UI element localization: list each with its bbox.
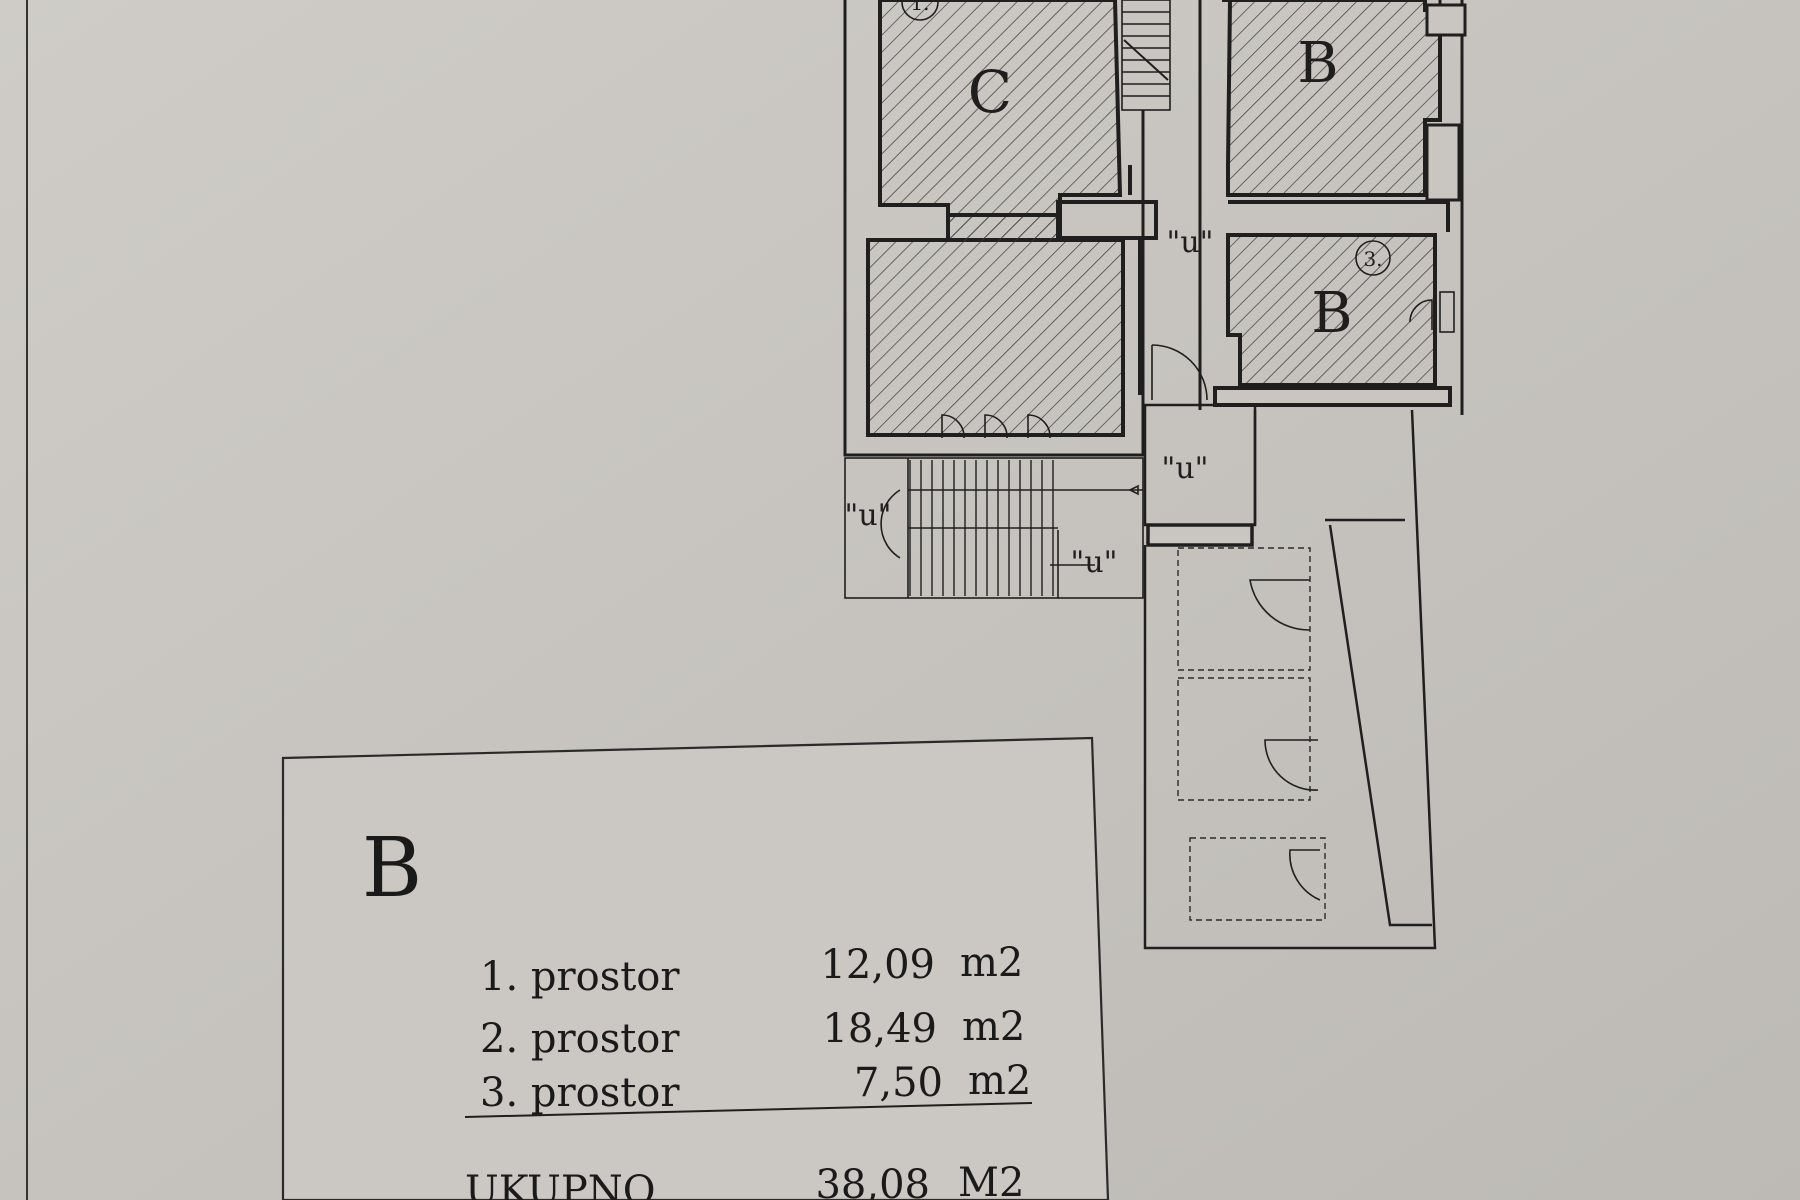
stair-arrows	[880, 484, 1139, 566]
annex-outline	[1143, 403, 1437, 950]
legend-total-label: UKUPNO	[465, 1168, 656, 1200]
legend-total-unit: M2	[958, 1160, 1024, 1200]
room-label-b-lower: B	[1311, 281, 1352, 346]
svg-text:1.: 1.	[910, 0, 929, 15]
annex-doors	[1249, 579, 1321, 901]
upper-staircase	[1121, 0, 1171, 111]
legend-row-3-unit: m2	[968, 1058, 1031, 1104]
legend-row-2-area: 18,49	[822, 1006, 937, 1052]
room-b-upper	[1222, 0, 1442, 197]
entrance-staircase	[844, 457, 1144, 599]
legend-row-1-unit: m2	[960, 940, 1023, 986]
legend-title: B	[362, 821, 422, 916]
entrance-mark: "u"	[1162, 451, 1209, 486]
legend-row-3-name: 3. prostor	[480, 1070, 680, 1116]
room-label-b-upper: B	[1297, 31, 1338, 96]
entrance-mark: "u"	[1167, 225, 1214, 260]
building-outline	[843, 0, 1464, 457]
room-marker-1: 1.	[901, 0, 939, 21]
legend-row-3-area: 7,50	[854, 1060, 943, 1106]
area-legend: B 1. prostor 12,09 m2 2. prostor 18,49 m…	[281, 736, 1110, 1200]
entrance-mark: "u"	[845, 498, 892, 533]
door-swings	[941, 291, 1455, 439]
svg-text:3.: 3.	[1363, 247, 1382, 271]
room-marker-3: 3.	[1355, 240, 1391, 276]
legend-row-2-name: 2. prostor	[480, 1016, 680, 1062]
room-c-lower	[866, 213, 1125, 437]
room-b-lower-walls	[1213, 200, 1452, 407]
legend-row-1-area: 12,09	[820, 942, 935, 988]
legend-total-value: 38,08	[815, 1162, 930, 1200]
entrance-stair-treads	[909, 460, 1054, 596]
annex-cubicles	[1177, 547, 1326, 921]
legend-row-2-unit: m2	[962, 1004, 1025, 1050]
entrance-mark: "u"	[1071, 545, 1118, 580]
legend-row-1-name: 1. prostor	[480, 954, 680, 1000]
room-label-c: C	[968, 58, 1012, 126]
legend-sum-line	[464, 1102, 1033, 1118]
